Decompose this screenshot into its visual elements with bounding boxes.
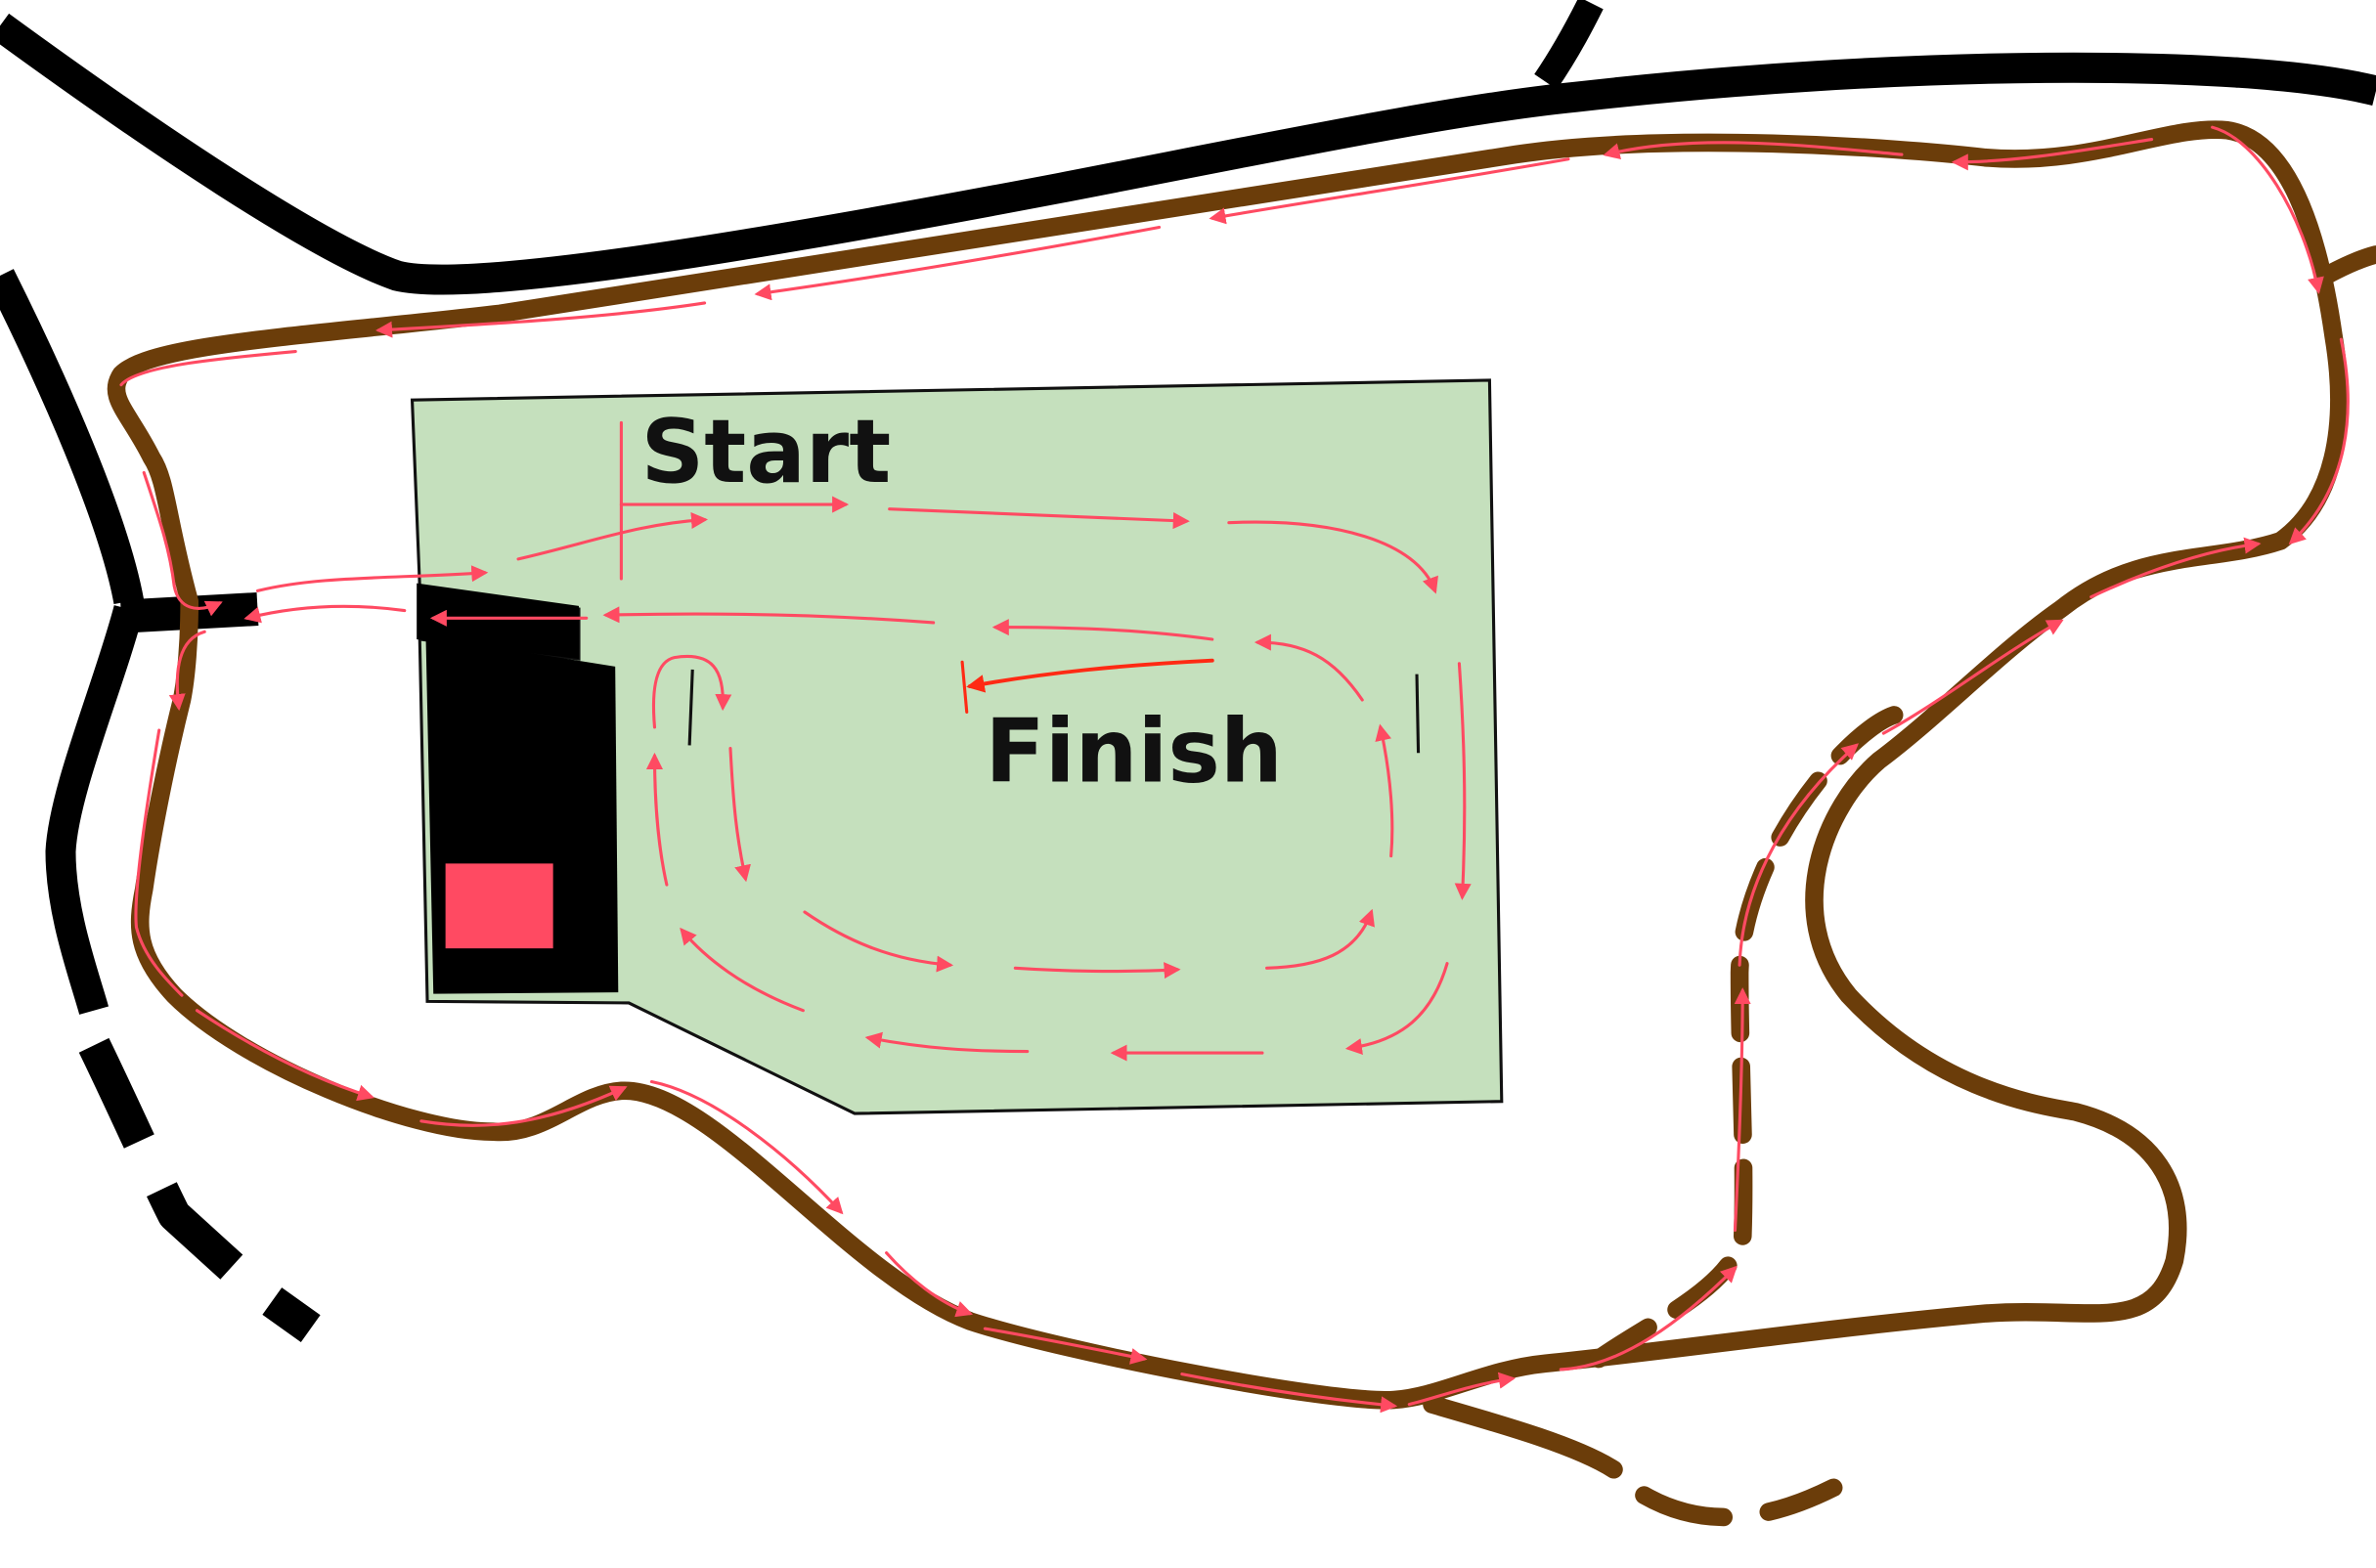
route-segment xyxy=(1738,743,1859,967)
route-trail xyxy=(119,125,2350,1414)
route-segment xyxy=(1407,1372,1517,1407)
route-segment xyxy=(1265,908,1375,970)
route-segment xyxy=(168,630,206,712)
start-label: Start xyxy=(641,402,892,503)
route-segment xyxy=(888,507,1190,530)
route-segment xyxy=(680,927,805,1013)
finish-route xyxy=(960,658,1214,714)
route-segment xyxy=(728,747,751,883)
route-segment xyxy=(142,470,223,617)
trail-east-spur xyxy=(2316,245,2376,285)
route-segment xyxy=(885,1251,974,1318)
square-marker-icon xyxy=(445,863,553,949)
road-top xyxy=(0,13,2376,295)
route-segment xyxy=(1209,157,1570,225)
route-segment xyxy=(1013,962,1181,980)
route-segment xyxy=(651,654,732,729)
route-segment xyxy=(419,1085,628,1127)
route-segment xyxy=(2211,125,2324,294)
route-segment xyxy=(864,1031,1030,1054)
finish-label: Finish xyxy=(985,702,1282,804)
route-segment xyxy=(1881,619,2064,735)
route-segment xyxy=(243,604,407,624)
road-top-branch xyxy=(1534,0,1604,90)
trail-dashed-connector xyxy=(1589,706,1904,1369)
gate-marks xyxy=(687,669,1421,754)
route-segment xyxy=(645,752,669,887)
route-segment xyxy=(516,511,709,561)
route-segment xyxy=(1951,138,2154,171)
gate-mark xyxy=(687,669,694,746)
route-segment xyxy=(1559,1265,1738,1372)
finish-arrow xyxy=(966,658,1214,693)
route-segment xyxy=(1603,141,1904,160)
route-segment xyxy=(602,606,936,625)
trail-south-tail xyxy=(1423,1395,1623,1479)
route-segment xyxy=(1733,987,1751,1232)
route-segment xyxy=(134,728,184,997)
road-west-south xyxy=(45,605,144,1015)
route-segment xyxy=(983,1327,1148,1365)
entrance-road xyxy=(417,583,580,660)
route-segment xyxy=(754,225,1162,301)
route-segment xyxy=(991,619,1214,641)
route-segment xyxy=(119,349,297,387)
route-segment xyxy=(255,565,489,592)
route-segment xyxy=(2090,537,2262,599)
route-segment xyxy=(1375,723,1394,858)
route-segment xyxy=(1454,662,1472,900)
route-segment xyxy=(649,1079,844,1215)
road-dashed-sw xyxy=(78,1037,321,1343)
route-segment xyxy=(1344,962,1449,1055)
route-segment xyxy=(195,1009,374,1102)
route-segment xyxy=(2288,337,2350,545)
finish-line xyxy=(960,660,969,714)
route-segment xyxy=(803,910,954,973)
route-segment xyxy=(1254,633,1364,702)
road-west-diagonal xyxy=(0,269,144,605)
route-segment xyxy=(375,301,707,338)
trail-south-dashed xyxy=(1635,1478,1843,1527)
gate-mark xyxy=(1415,674,1421,754)
route-field xyxy=(516,420,1472,1062)
route-segment xyxy=(1227,520,1438,594)
route-segment xyxy=(1180,1372,1398,1414)
